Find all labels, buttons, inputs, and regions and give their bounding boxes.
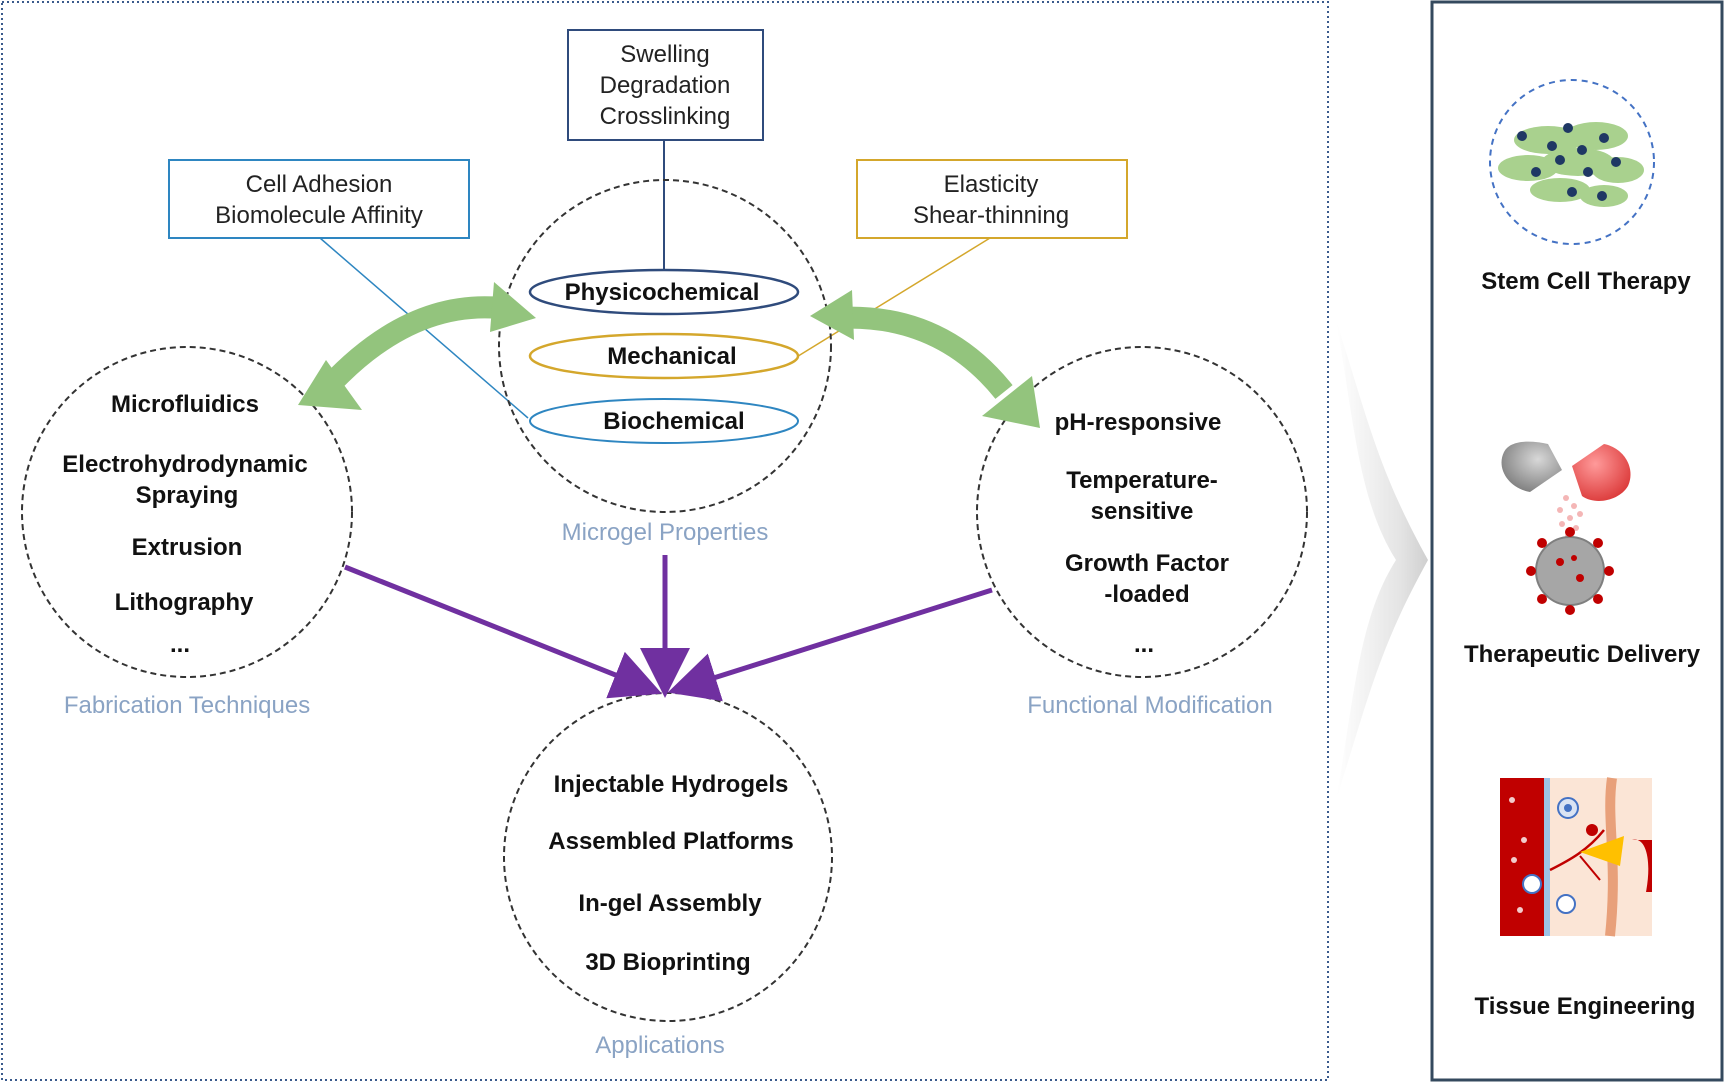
top-box-line-3: Crosslinking — [600, 103, 731, 130]
property-physicochemical: Physicochemical — [528, 268, 800, 316]
microgel-properties-circle — [498, 179, 832, 513]
property-biochemical: Biochemical — [529, 398, 799, 444]
capsule-virus-icon — [1501, 441, 1631, 615]
purple-arrow-left — [344, 564, 662, 699]
fabrication-items: Microfluidics Electrohydrodynamic Sprayi… — [62, 391, 307, 658]
application-item: Injectable Hydrogels — [554, 771, 789, 798]
stem-cell-icon — [1489, 79, 1655, 245]
chevron-arrow-icon — [1336, 320, 1428, 800]
left-property-box: Cell Adhesion Biomolecule Affinity — [168, 159, 470, 239]
property-mechanical: Mechanical — [528, 332, 800, 380]
fabrication-item: Electrohydrodynamic — [62, 451, 307, 478]
caption-functional: Functional Modification — [1027, 692, 1272, 719]
functional-item: pH-responsive — [1055, 409, 1222, 436]
property-label-mechanical: Mechanical — [607, 343, 736, 370]
application-item: In-gel Assembly — [578, 890, 762, 917]
caption-microgel-properties: Microgel Properties — [562, 519, 769, 546]
connector-right — [794, 237, 991, 359]
green-double-arrow-left — [298, 282, 536, 410]
fabrication-circle — [21, 346, 353, 678]
panel-label-tissue-engineering: Tissue Engineering — [1475, 993, 1696, 1020]
fabrication-item: Microfluidics — [111, 391, 259, 418]
functional-item: Temperature- — [1066, 467, 1218, 494]
fabrication-item: Extrusion — [132, 534, 243, 561]
top-box-line-2: Degradation — [600, 72, 731, 99]
blood-vessel-tissue-icon — [1500, 777, 1652, 937]
application-item: 3D Bioprinting — [585, 949, 750, 976]
fabrication-item: Lithography — [115, 589, 254, 616]
caption-applications: Applications — [595, 1032, 724, 1059]
property-label-biochemical: Biochemical — [603, 408, 744, 435]
left-box-line-1: Cell Adhesion — [246, 171, 393, 198]
fabrication-item: ... — [170, 631, 190, 658]
green-double-arrow-right — [810, 290, 1040, 428]
application-item: Assembled Platforms — [548, 828, 793, 855]
right-box-line-2: Shear-thinning — [913, 202, 1069, 229]
functional-item: ... — [1134, 631, 1154, 658]
top-property-box: Swelling Degradation Crosslinking — [567, 29, 764, 141]
fabrication-item: Spraying — [136, 482, 239, 509]
functional-item: Growth Factor — [1065, 550, 1229, 577]
panel-label-therapeutic-delivery: Therapeutic Delivery — [1464, 641, 1701, 668]
right-box-line-1: Elasticity — [944, 171, 1039, 198]
right-property-box: Elasticity Shear-thinning — [856, 159, 1128, 239]
purple-arrow-right — [667, 587, 993, 702]
property-label-physicochemical: Physicochemical — [565, 279, 760, 306]
left-box-line-2: Biomolecule Affinity — [215, 202, 423, 229]
functional-item: -loaded — [1104, 581, 1189, 608]
application-items: Injectable Hydrogels Assembled Platforms… — [548, 771, 793, 976]
functional-item: sensitive — [1091, 498, 1194, 525]
main-dotted-frame — [1, 1, 1329, 1081]
functional-items: pH-responsive Temperature- sensitive Gro… — [1055, 409, 1229, 658]
panel-label-stem-cell: Stem Cell Therapy — [1481, 268, 1691, 295]
top-box-line-1: Swelling — [620, 41, 709, 68]
caption-fabrication: Fabrication Techniques — [64, 692, 310, 719]
